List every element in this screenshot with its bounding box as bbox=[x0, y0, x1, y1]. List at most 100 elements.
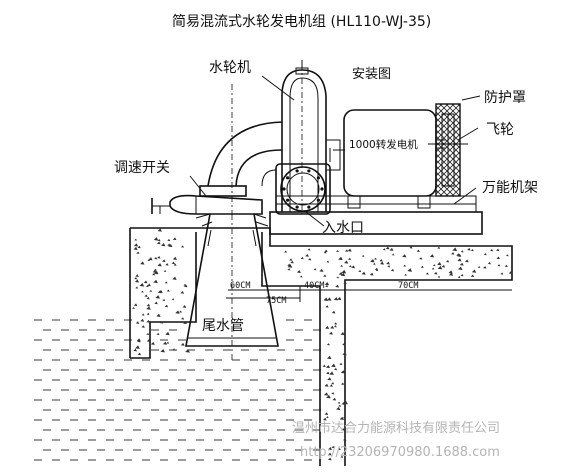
concrete-speckle bbox=[326, 260, 330, 263]
concrete-speckle bbox=[416, 249, 420, 253]
concrete-speckle bbox=[146, 339, 151, 342]
concrete-speckle bbox=[425, 272, 429, 275]
concrete-speckle bbox=[289, 258, 293, 261]
concrete-speckle bbox=[146, 319, 151, 323]
concrete-speckle bbox=[477, 266, 481, 268]
water-body bbox=[34, 319, 321, 461]
concrete-speckle bbox=[156, 313, 161, 317]
concrete-speckle bbox=[157, 228, 162, 232]
concrete-speckle bbox=[323, 392, 329, 396]
concrete-speckle bbox=[156, 332, 160, 335]
concrete-speckle bbox=[326, 355, 332, 360]
concrete-speckle bbox=[342, 437, 347, 441]
concrete-speckle bbox=[296, 269, 301, 274]
shaft-coupling bbox=[325, 139, 345, 171]
concrete-speckle bbox=[308, 257, 312, 261]
concrete-speckle bbox=[338, 404, 342, 407]
concrete-speckle bbox=[504, 264, 508, 268]
elbow-pipe bbox=[199, 84, 283, 214]
concrete-speckle bbox=[331, 392, 335, 395]
concrete-speckle bbox=[141, 325, 145, 328]
concrete-speckle bbox=[326, 416, 329, 419]
concrete-speckle bbox=[141, 290, 144, 293]
concrete-speckle bbox=[326, 297, 332, 301]
concrete-speckle bbox=[338, 271, 343, 275]
concrete-speckle bbox=[325, 365, 331, 369]
concrete-speckle bbox=[180, 317, 185, 320]
concrete-speckle bbox=[339, 362, 343, 366]
concrete-speckle bbox=[379, 259, 383, 262]
concrete-speckle bbox=[457, 253, 462, 257]
concrete-speckle bbox=[337, 401, 341, 404]
concrete-speckle bbox=[157, 255, 161, 259]
inlet-label: 入水口 bbox=[322, 220, 364, 236]
concrete-speckle bbox=[441, 264, 446, 268]
concrete-speckle bbox=[331, 363, 336, 368]
concrete-speckle bbox=[175, 310, 180, 314]
concrete-speckle bbox=[162, 259, 166, 263]
concrete-speckle bbox=[284, 250, 287, 253]
concrete-speckle bbox=[505, 254, 509, 257]
concrete-speckle bbox=[324, 383, 329, 387]
concrete-speckle bbox=[327, 377, 332, 381]
concrete-speckle bbox=[419, 257, 423, 260]
concrete-speckle bbox=[483, 253, 487, 256]
concrete-speckle bbox=[335, 284, 340, 288]
concrete-speckle bbox=[326, 371, 330, 375]
concrete-speckle bbox=[166, 341, 170, 344]
turbine-label: 水轮机 bbox=[209, 60, 251, 76]
concrete-speckle bbox=[374, 267, 379, 271]
concrete-speckle bbox=[146, 312, 150, 316]
concrete-speckle bbox=[164, 304, 169, 308]
concrete-speckle bbox=[146, 332, 150, 336]
concrete-speckle bbox=[164, 281, 168, 284]
concrete-speckle bbox=[500, 272, 504, 275]
concrete-speckle bbox=[307, 248, 311, 251]
concrete-speckle bbox=[136, 251, 140, 254]
inlet-flange-bolts bbox=[282, 169, 324, 209]
concrete-speckle bbox=[328, 457, 332, 461]
concrete-speckle bbox=[171, 298, 175, 301]
concrete-speckle bbox=[470, 249, 474, 252]
concrete-speckle bbox=[133, 348, 138, 352]
concrete-speckle bbox=[134, 277, 138, 280]
concrete-speckle bbox=[162, 341, 168, 345]
concrete-speckle bbox=[470, 274, 475, 278]
generator-label: 1000转发电机 bbox=[349, 138, 418, 151]
concrete-speckle bbox=[326, 343, 330, 346]
concrete-speckle bbox=[153, 279, 158, 284]
concrete-speckle bbox=[172, 256, 177, 260]
concrete-speckle bbox=[287, 268, 291, 271]
concrete-speckle bbox=[437, 275, 441, 278]
concrete-speckle bbox=[459, 262, 464, 266]
concrete-speckle bbox=[429, 254, 435, 258]
concrete-speckle bbox=[409, 246, 413, 249]
concrete-speckle bbox=[329, 371, 334, 375]
concrete-speckle bbox=[448, 272, 454, 276]
concrete-speckle bbox=[460, 250, 464, 253]
concrete-speckle bbox=[140, 318, 145, 322]
concrete-speckle bbox=[290, 260, 294, 264]
concrete-speckle bbox=[323, 417, 327, 421]
diagram-title: 简易混流式水轮发电机组 (HL110-WJ-35) bbox=[172, 13, 431, 30]
concrete-speckle bbox=[340, 332, 345, 336]
concrete-speckle bbox=[452, 247, 458, 252]
concrete-speckle bbox=[172, 348, 176, 351]
concrete-speckle bbox=[157, 238, 161, 242]
flange-bolt bbox=[295, 169, 299, 173]
concrete-speckle bbox=[155, 295, 160, 299]
flywheel-guard bbox=[428, 103, 468, 197]
concrete-speckle bbox=[341, 428, 345, 431]
concrete-speckle bbox=[163, 270, 167, 272]
concrete-speckle bbox=[343, 281, 347, 284]
concrete-speckle bbox=[340, 455, 344, 458]
concrete-speckle bbox=[370, 259, 375, 263]
concrete-speckle bbox=[331, 382, 335, 385]
concrete-speckle bbox=[389, 247, 394, 251]
concrete-speckle bbox=[347, 248, 352, 252]
concrete-speckle bbox=[460, 273, 464, 277]
concrete-speckle bbox=[162, 298, 166, 302]
dim-70cm: 70CM bbox=[398, 281, 418, 291]
concrete-speckle bbox=[159, 321, 164, 324]
